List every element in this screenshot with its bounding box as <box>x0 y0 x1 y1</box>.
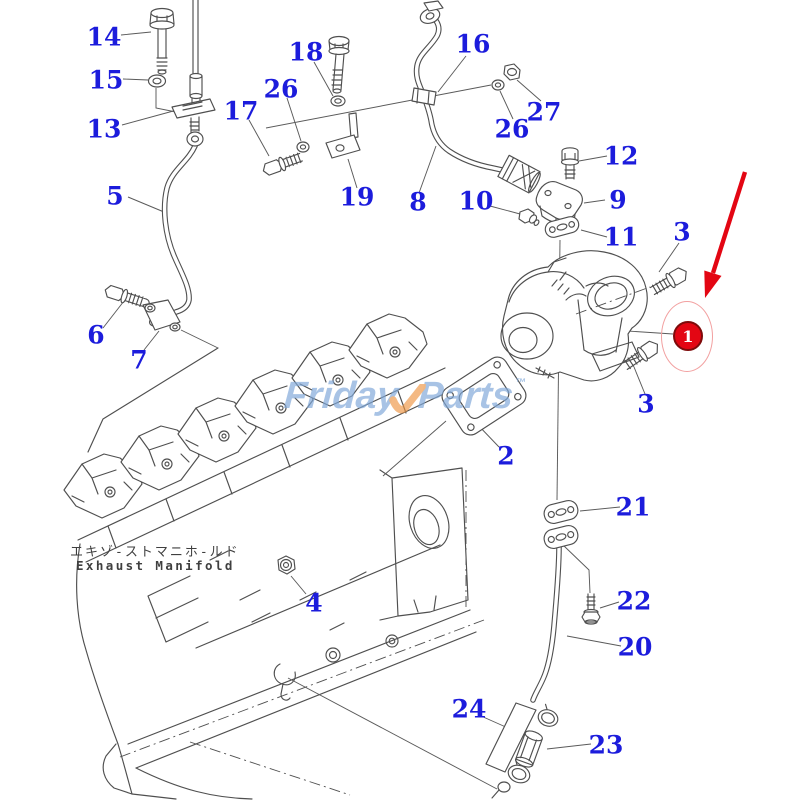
air-pipe-16-8-drawing <box>411 0 541 194</box>
watermark-text-right: Parts <box>416 375 515 417</box>
nut-27-drawing <box>503 63 521 81</box>
nut-4-drawing <box>277 555 296 575</box>
watermark-tm: ™ <box>514 377 527 389</box>
washer-26-left-drawing <box>296 141 310 153</box>
manifold-caption-jp: エキゾ-ストマニホ-ルド <box>70 545 240 560</box>
bolt-22-drawing <box>581 593 601 625</box>
manifold-caption-en: Exhaust Manifold <box>76 558 235 573</box>
washer-26-right-drawing <box>491 79 505 91</box>
highlight-ellipse <box>661 301 713 372</box>
bolt-12-drawing <box>560 147 580 180</box>
highlight-arrow <box>704 171 748 298</box>
hose-end-fitting <box>497 154 541 194</box>
cover-9-drawing <box>535 181 583 227</box>
engine-block-drawing <box>63 313 485 800</box>
tube-20-drawing <box>530 525 579 703</box>
hose-23-drawing <box>485 702 559 799</box>
gasket-21-drawing <box>543 500 579 524</box>
watermark-check-icon <box>389 383 426 413</box>
washer-15-drawing <box>147 74 167 88</box>
bolt-17-drawing <box>262 152 303 176</box>
gasket-2-drawing <box>441 356 527 436</box>
bolt-14-drawing <box>149 7 175 75</box>
highlight-badge: 1 <box>673 321 703 351</box>
holder-13-drawing <box>171 0 216 133</box>
bracket-19-drawing <box>325 112 361 159</box>
oil-feed-pipe-5-drawing <box>148 131 204 327</box>
turbocharger-drawing <box>500 250 651 382</box>
bolt-3-top-drawing <box>649 267 687 296</box>
elbow-block-7-drawing <box>142 299 181 332</box>
bolt-18-drawing <box>328 35 350 107</box>
bolt-6-drawing <box>104 284 150 308</box>
bolt-3-bottom-drawing <box>622 340 658 370</box>
gasket-11-drawing <box>544 216 580 238</box>
watermark-text-left: Friday <box>282 375 400 417</box>
watermark: Friday Parts ™ <box>282 375 527 418</box>
plug-10-drawing <box>518 208 540 226</box>
